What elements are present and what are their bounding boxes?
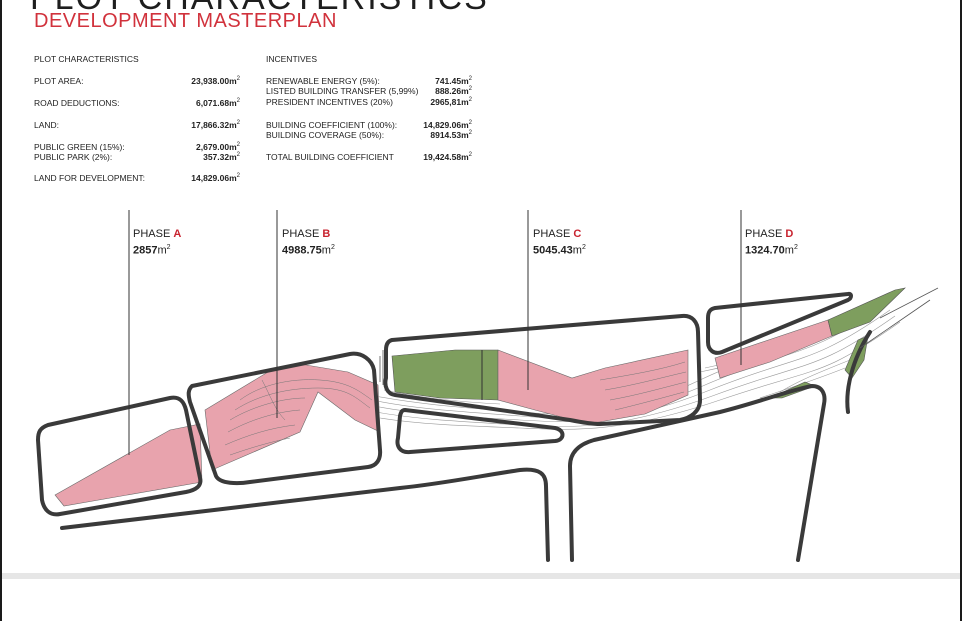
phase-d-development-area	[714, 319, 833, 379]
page-separator-bar	[2, 573, 960, 579]
road-deductions-value: 6,071.68m2	[196, 98, 240, 108]
page-subtitle: DEVELOPMENT MASTERPLAN	[34, 10, 337, 32]
public-green-label: PUBLIC GREEN (15%):	[34, 142, 125, 152]
phase-c-contours	[599, 361, 687, 411]
building-coverage-label: BUILDING COVERAGE (50%):	[266, 130, 385, 140]
plot-characteristics-heading: PLOT CHARACTERISTICS	[34, 54, 139, 64]
total-building-coefficient-value: 19,424.58m2	[423, 152, 472, 162]
page-title: PLOT CHARACTERISTICS	[30, 0, 489, 18]
renewable-energy-value: 741.45m2	[435, 76, 472, 86]
plot-area-value: 23,938.00m2	[191, 76, 240, 86]
building-coefficient-label: BUILDING COEFFICIENT (100%):	[266, 120, 398, 130]
president-incentives-value: 2965,81m2	[430, 97, 472, 107]
phase-b-contours	[224, 379, 373, 456]
renewable-energy-label: RENEWABLE ENERGY (5%):	[266, 76, 380, 86]
listed-building-transfer-value: 888.26m2	[435, 86, 472, 96]
plot-area-label: PLOT AREA:	[34, 76, 84, 86]
road-deductions-label: ROAD DEDUCTIONS:	[34, 98, 120, 108]
building-coefficient-value: 14,829.06m2	[423, 120, 472, 130]
phase-a-development-area	[54, 423, 203, 507]
incentives-heading: INCENTIVES	[266, 54, 318, 64]
land-for-development-label: LAND FOR DEVELOPMENT:	[34, 173, 145, 183]
president-incentives-label: PRESIDENT INCENTIVES (20%)	[266, 97, 393, 107]
phase-d-label: PHASE D 1324.70m2	[745, 228, 798, 257]
land-value: 17,866.32m2	[191, 120, 240, 130]
public-green-value: 2,679.00m2	[196, 142, 240, 152]
public-park-label: PUBLIC PARK (2%):	[34, 152, 113, 162]
land-label: LAND:	[34, 120, 60, 130]
public-park-value: 357.32m2	[203, 152, 240, 162]
phase-a-label: PHASE A 2857m2	[133, 228, 182, 257]
phase-c-development-area	[497, 349, 689, 425]
building-coverage-value: 8914.53m2	[430, 130, 472, 140]
land-for-development-value: 14,829.06m2	[191, 173, 240, 183]
phase-b-label: PHASE B 4988.75m2	[282, 228, 335, 257]
road-edge-lines	[379, 287, 939, 385]
phase-c-label: PHASE C 5045.43m2	[533, 228, 586, 257]
road-network	[36, 291, 872, 562]
phase-d-green-area	[827, 287, 906, 337]
total-building-coefficient-label: TOTAL BUILDING COEFFICIENT	[266, 152, 394, 162]
listed-building-transfer-label: LISTED BUILDING TRANSFER (5,99%)	[266, 86, 419, 96]
